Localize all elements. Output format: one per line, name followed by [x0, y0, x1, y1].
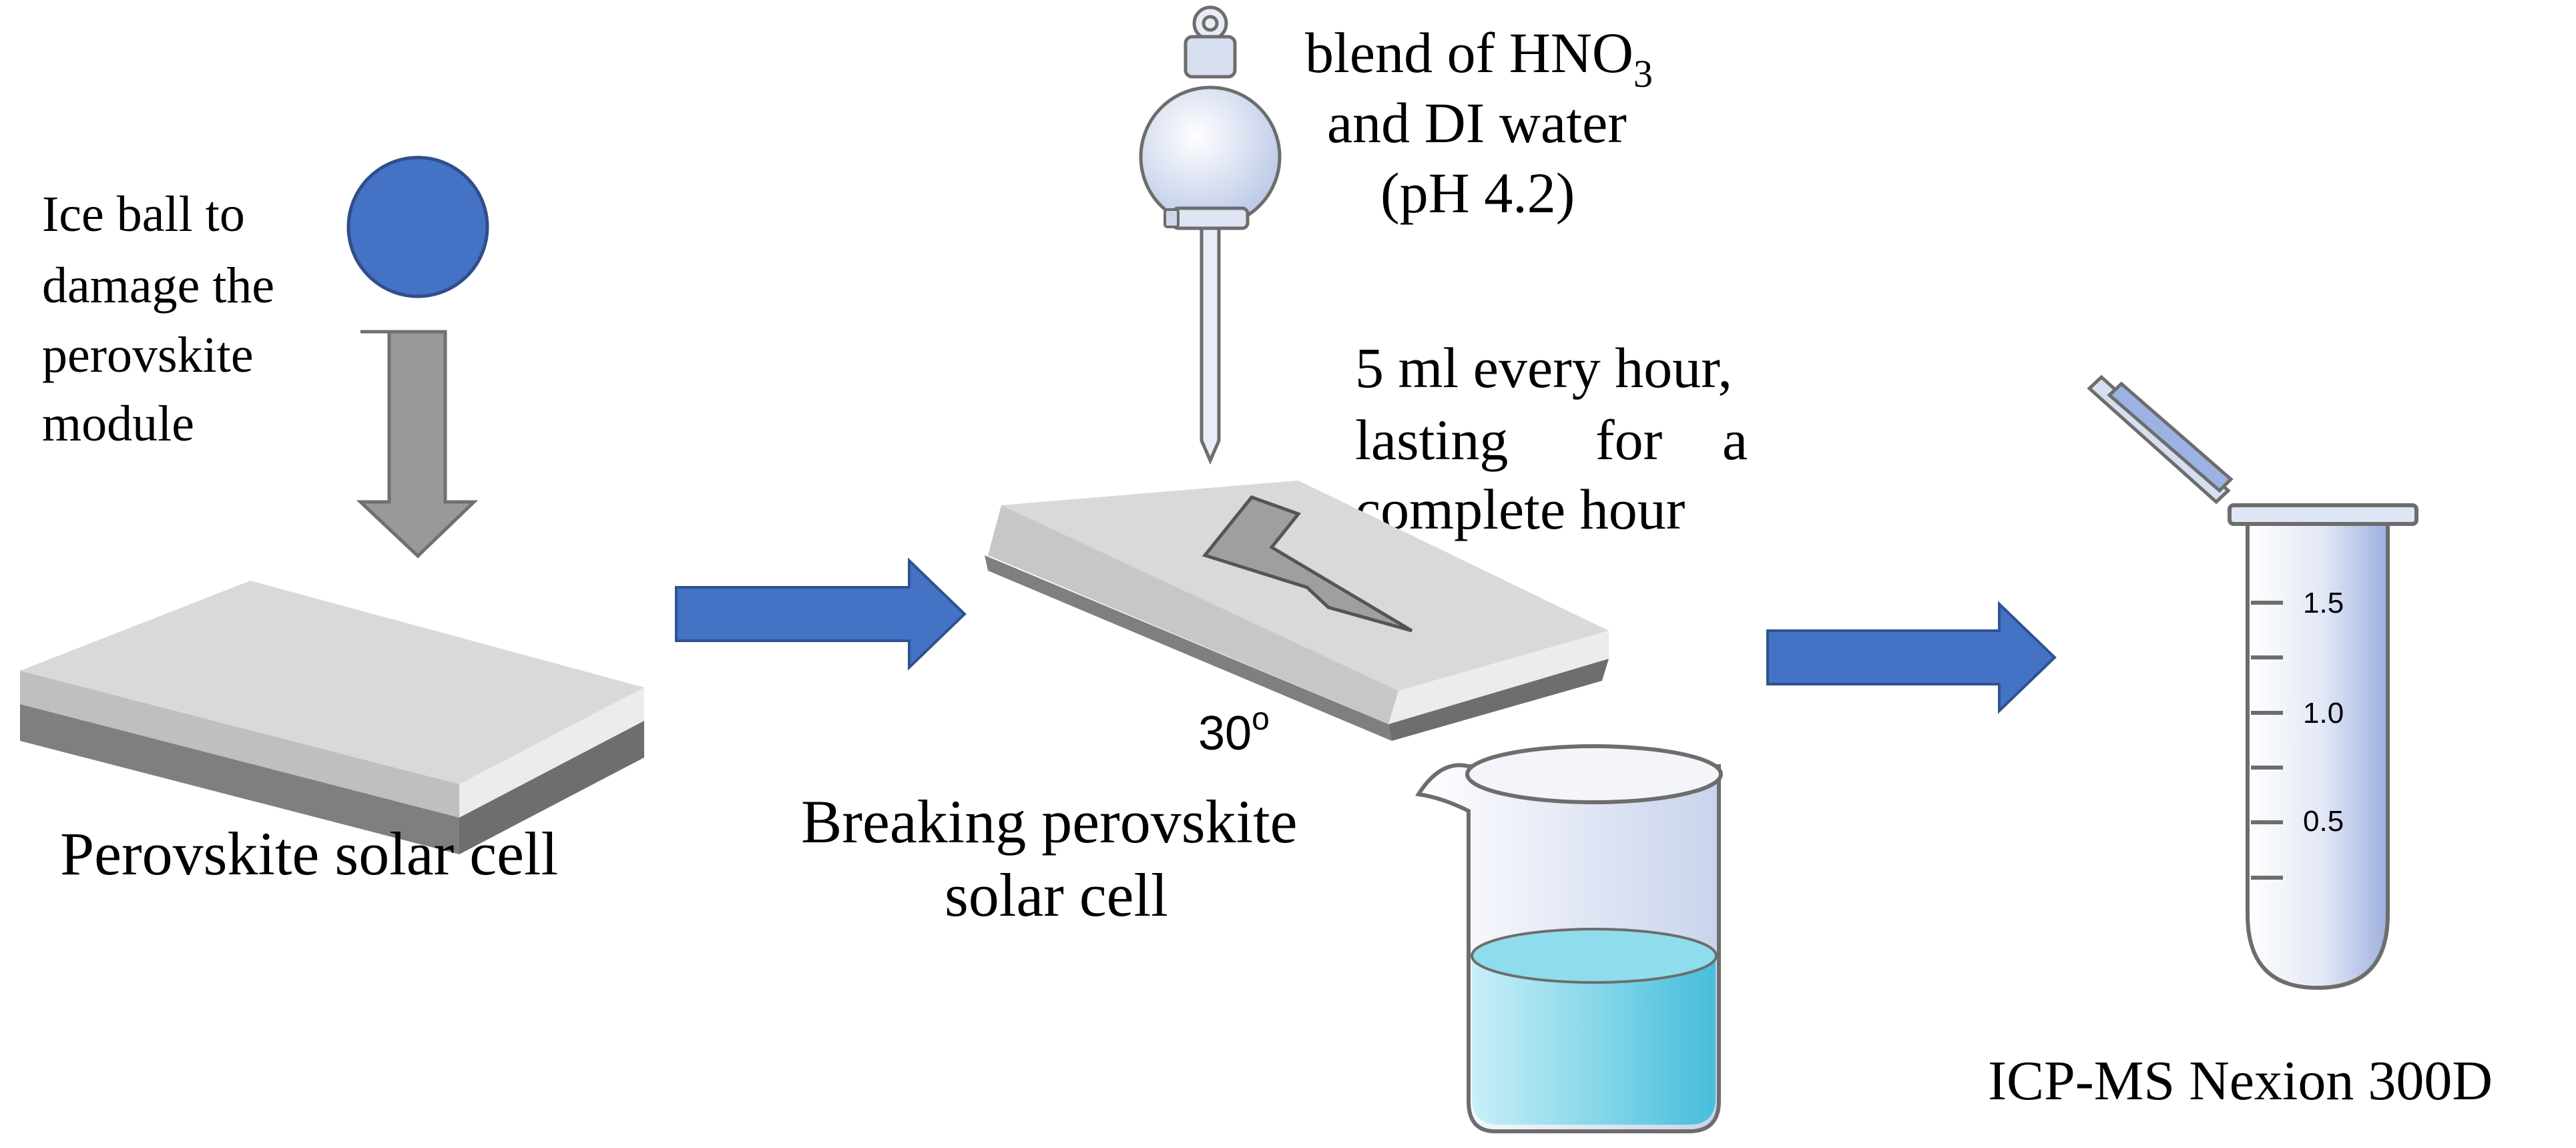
svg-text:Ice ball to: Ice ball to — [42, 186, 245, 242]
perovskite-solar-cell-caption: Perovskite solar cell — [60, 820, 558, 888]
svg-text:solar cell: solar cell — [945, 861, 1168, 929]
sample-tube-icon: 1.5 1.0 0.5 — [2087, 374, 2418, 990]
perovskite-solar-cell-icon — [20, 581, 644, 854]
tilt-angle-label: 30o — [1198, 701, 1270, 760]
svg-text:Breaking perovskite: Breaking perovskite — [801, 788, 1297, 856]
dripping-rate-label: 5 ml every hour, lasting for a complete … — [1355, 336, 1748, 541]
svg-text:blend of HNO3: blend of HNO3 — [1305, 21, 1653, 95]
svg-text:lasting: lasting — [1355, 408, 1508, 472]
svg-text:module: module — [42, 396, 194, 452]
svg-text:for: for — [1595, 408, 1662, 472]
separatory-funnel-icon — [1139, 5, 1282, 465]
right-arrow-icon — [675, 557, 967, 671]
svg-text:and DI water: and DI water — [1327, 91, 1627, 155]
svg-text:5 ml every hour,: 5 ml every hour, — [1355, 336, 1732, 400]
svg-text:perovskite: perovskite — [42, 327, 254, 383]
tube-scale-label: 0.5 — [2303, 805, 2344, 838]
tube-scale-label: 1.0 — [2303, 697, 2344, 730]
svg-text:damage the: damage the — [42, 258, 274, 314]
breaking-cell-caption: Breaking perovskite solar cell — [801, 788, 1297, 929]
beaker-icon — [1414, 744, 1723, 1133]
right-arrow-icon — [1766, 601, 2057, 714]
down-arrow-icon — [356, 330, 479, 559]
acid-blend-label: blend of HNO3 and DI water (pH 4.2) — [1305, 21, 1653, 225]
icp-ms-caption: ICP-MS Nexion 300D — [1988, 1050, 2493, 1112]
svg-text:complete hour: complete hour — [1355, 477, 1685, 541]
ice-ball-label: Ice ball to damage the perovskite module — [42, 186, 274, 452]
tube-scale-label: 1.5 — [2303, 587, 2344, 619]
ice-ball-icon — [346, 156, 489, 298]
svg-text:a: a — [1722, 408, 1748, 472]
broken-tilted-solar-cell-icon — [985, 481, 1609, 741]
svg-text:(pH 4.2): (pH 4.2) — [1380, 161, 1575, 225]
